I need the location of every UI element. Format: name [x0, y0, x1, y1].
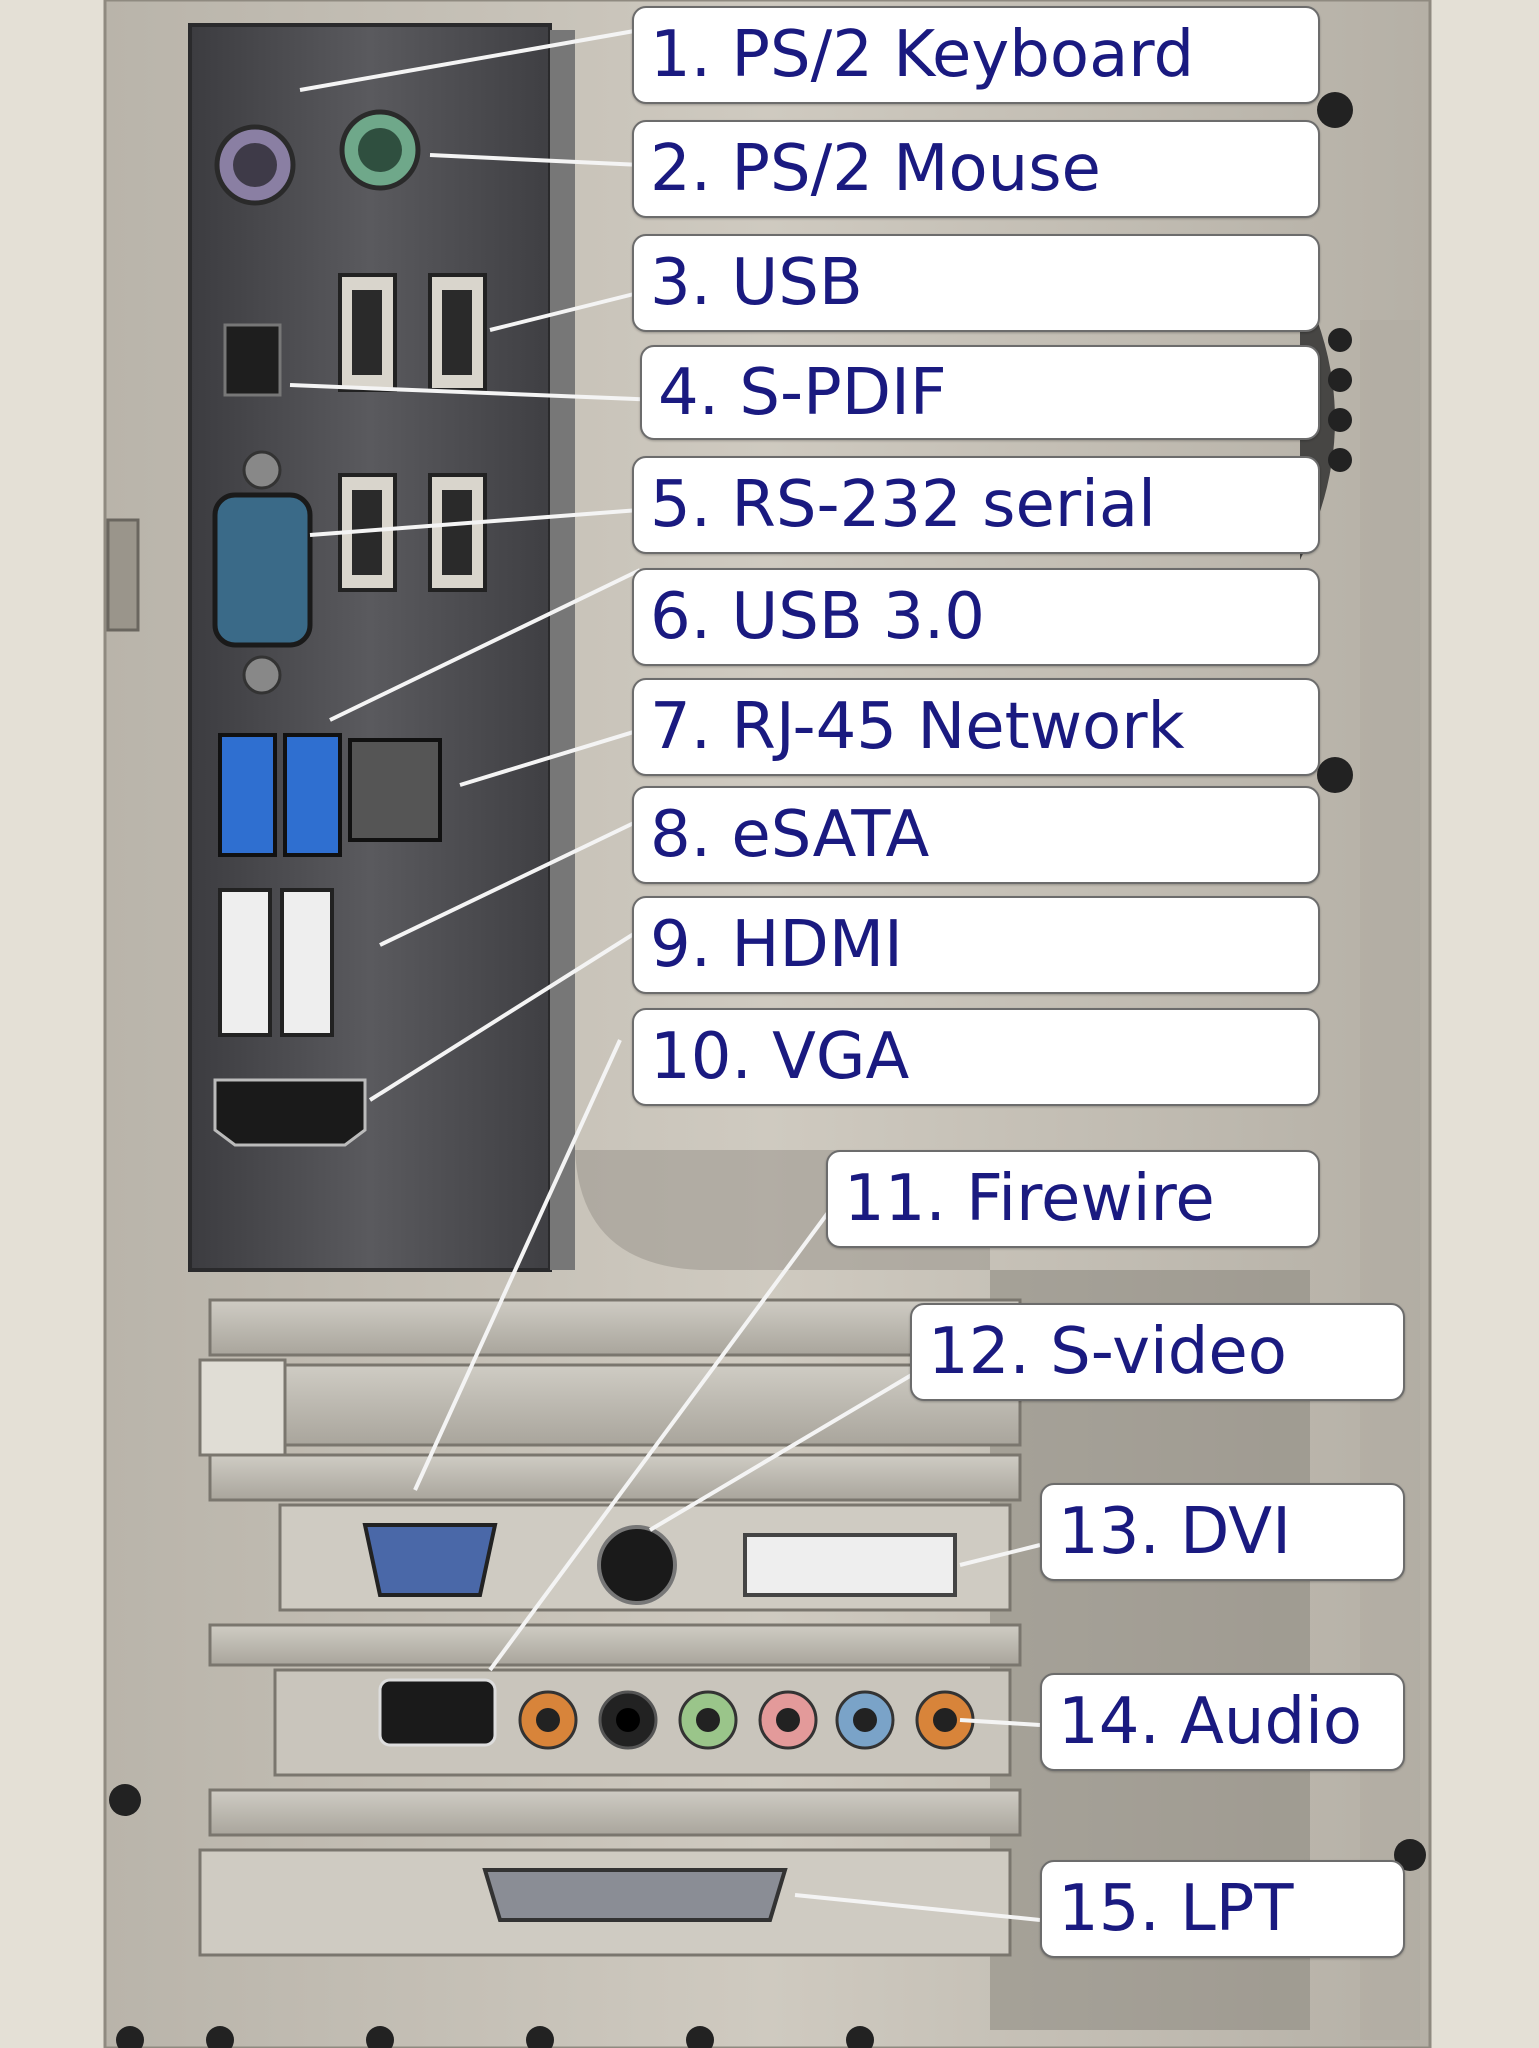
- s-video-port: [597, 1525, 677, 1605]
- expansion-slot-2: [208, 1363, 1022, 1447]
- leader-line-6: [329, 568, 641, 722]
- label-ps2-keyboard: 1. PS/2 Keyboard: [632, 6, 1320, 104]
- leader-line-2: [429, 153, 641, 167]
- label-s-video: 12. S-video: [910, 1303, 1405, 1401]
- rj-45-port: [348, 738, 442, 842]
- leader-line-10: [413, 1039, 622, 1491]
- leader-line-1: [299, 28, 641, 92]
- label-rs-232-serial: 5. RS-232 serial: [632, 456, 1320, 554]
- leader-line-9: [368, 928, 642, 1102]
- audio-jacks: [518, 1690, 975, 1750]
- lpt-port: [482, 1868, 788, 1922]
- leader-line-7: [459, 728, 641, 787]
- s-pdif-port: [223, 323, 282, 397]
- leader-line-12: [648, 1368, 922, 1532]
- expansion-slot-3: [208, 1453, 1022, 1502]
- expansion-slot-1: [208, 1298, 1022, 1357]
- usb-3-0-ports: [218, 733, 342, 857]
- leader-line-3: [489, 288, 651, 332]
- label-lpt: 15. LPT: [1040, 1860, 1405, 1958]
- leader-line-8: [379, 818, 641, 947]
- leader-line-14: [959, 1718, 1041, 1727]
- leader-lines: [289, 28, 1041, 1922]
- label-s-pdif: 4. S-PDIF: [640, 345, 1320, 440]
- leader-line-15: [794, 1893, 1041, 1922]
- firewire-port: [378, 1678, 497, 1747]
- leader-line-4: [289, 383, 661, 402]
- label-firewire: 11. Firewire: [826, 1150, 1320, 1248]
- usb-ports-upper: [338, 273, 487, 392]
- label-audio: 14. Audio: [1040, 1673, 1405, 1771]
- label-rj-45-network: 7. RJ-45 Network: [632, 678, 1320, 776]
- ps2-mouse-port: [339, 109, 421, 191]
- dvi-port: [743, 1533, 957, 1597]
- esata-ports: [218, 888, 334, 1037]
- label-ps2-mouse: 2. PS/2 Mouse: [632, 120, 1320, 218]
- label-usb-3-0: 6. USB 3.0: [632, 568, 1320, 666]
- leader-line-13: [959, 1543, 1041, 1567]
- label-hdmi: 9. HDMI: [632, 896, 1320, 994]
- leader-line-11: [488, 1208, 832, 1672]
- hdmi-port: [213, 1078, 367, 1147]
- label-usb: 3. USB: [632, 234, 1320, 332]
- vga-port: [362, 1523, 498, 1597]
- rs-232-serial-port: [212, 450, 313, 695]
- ps2-keyboard-port: [214, 124, 296, 206]
- label-dvi: 13. DVI: [1040, 1483, 1405, 1581]
- label-vga: 10. VGA: [632, 1008, 1320, 1106]
- leader-line-5: [309, 508, 641, 537]
- label-esata: 8. eSATA: [632, 786, 1320, 884]
